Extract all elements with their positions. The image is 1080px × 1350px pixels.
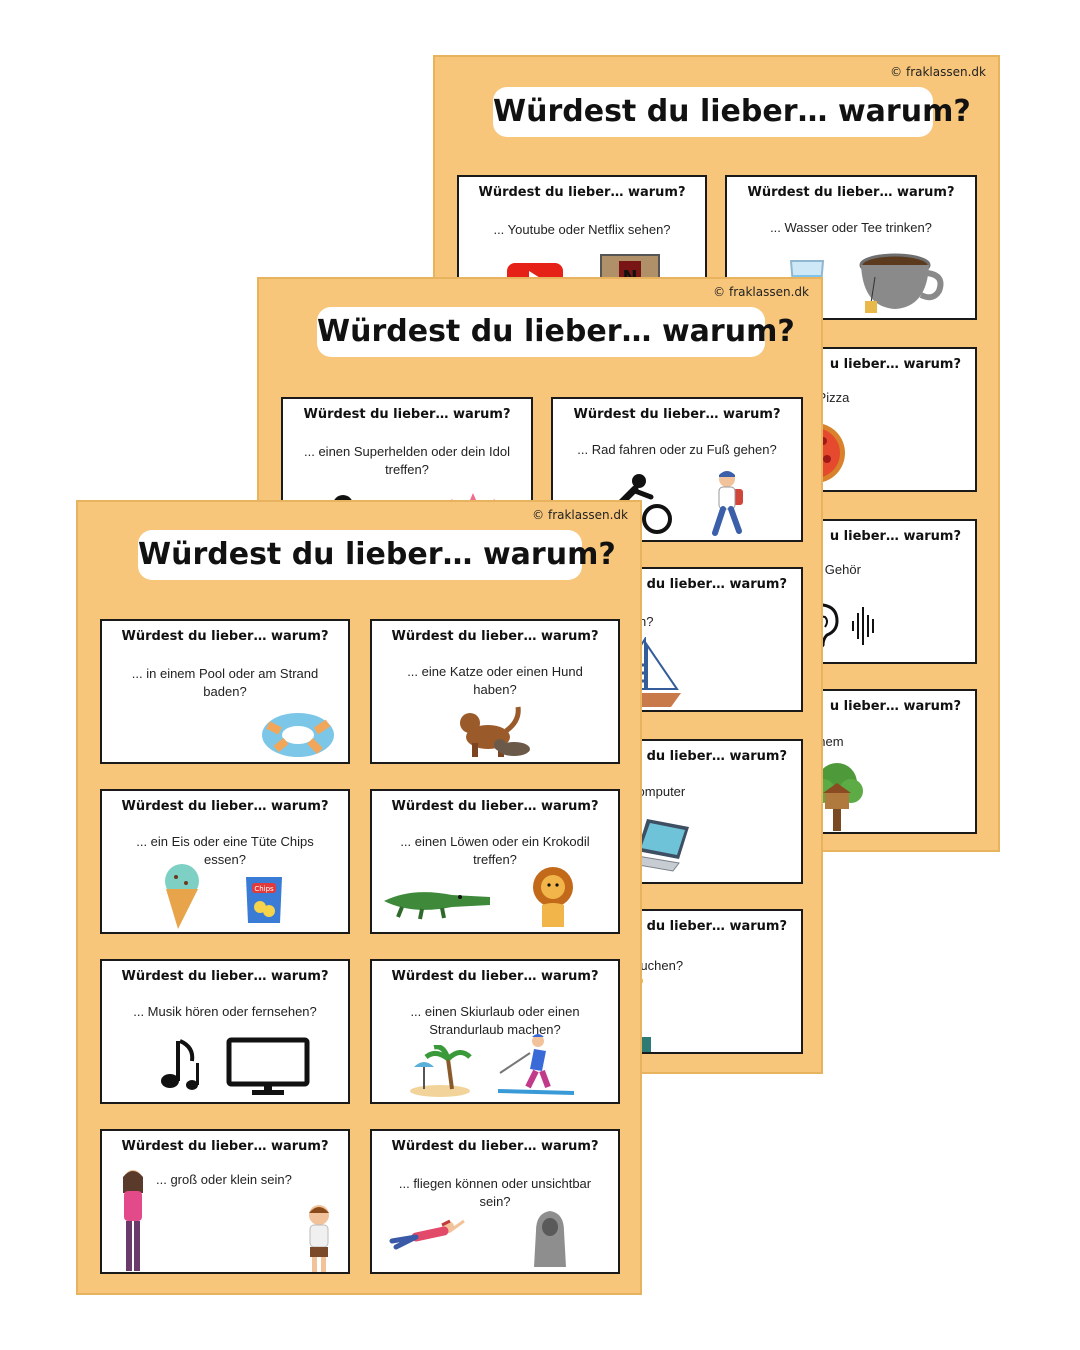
question-card: Würdest du lieber… warum? ... Rad fahren… bbox=[551, 397, 803, 542]
card-title: Würdest du lieber… warum? bbox=[391, 1139, 599, 1154]
copyright: © fraklassen.dk bbox=[890, 65, 986, 79]
crocodile-icon bbox=[384, 892, 490, 920]
card-question: ... in einem Pool oder am Strand baden? bbox=[131, 666, 319, 699]
card-title: Würdest du lieber… warum? bbox=[747, 185, 955, 200]
card-question: ... Wasser oder Tee trinken? bbox=[770, 220, 932, 235]
question-card: Würdest du lieber… warum? ... Musik höre… bbox=[100, 959, 350, 1104]
skier-icon bbox=[497, 1034, 575, 1095]
card-title-fragment: du lieber… warum? bbox=[646, 749, 787, 764]
worksheet-title-banner: Würdest du lieber… warum? bbox=[317, 307, 795, 357]
question-card: Würdest du lieber… warum? ... fliegen kö… bbox=[370, 1129, 620, 1274]
card-question: ... Youtube oder Netflix sehen? bbox=[493, 222, 671, 237]
question-card: Würdest du lieber… warum? ... in einem P… bbox=[100, 619, 350, 764]
ice-cream-icon bbox=[165, 864, 199, 929]
worksheet-title-banner: Würdest du lieber… warum? bbox=[138, 530, 616, 580]
question-card: Würdest du lieber… warum? ... einen Skiu… bbox=[370, 959, 620, 1104]
card-title: Würdest du lieber… warum? bbox=[478, 185, 686, 200]
tv-icon bbox=[226, 1037, 310, 1095]
card-title: Würdest du lieber… warum? bbox=[391, 969, 599, 984]
chips-bag-icon: Chips bbox=[246, 877, 282, 923]
copyright: © fraklassen.dk bbox=[713, 285, 809, 299]
card-question: ... fliegen können oder unsichtbar sein? bbox=[398, 1176, 592, 1209]
beach-icon bbox=[410, 1045, 472, 1097]
card-title-fragment: u lieber… warum? bbox=[829, 529, 961, 544]
card-question: ... Rad fahren oder zu Fuß gehen? bbox=[577, 442, 777, 457]
worksheet-title-banner: Würdest du lieber… warum? bbox=[493, 87, 971, 137]
tea-cup-icon bbox=[859, 253, 944, 313]
card-title-fragment: du lieber… warum? bbox=[646, 577, 787, 592]
worksheet-front: © fraklassen.dk Würdest du lieber… warum… bbox=[76, 500, 642, 1295]
question-card: Würdest du lieber… warum? ... einen Löwe… bbox=[370, 789, 620, 934]
card-question: ... groß oder klein sein? bbox=[156, 1172, 292, 1187]
question-card: Würdest du lieber… warum? ... groß oder … bbox=[100, 1129, 350, 1274]
card-question: ... ein Eis oder eine Tüte Chips essen? bbox=[136, 834, 314, 867]
music-note-icon bbox=[161, 1039, 199, 1090]
card-question: ... einen Superhelden oder dein Idol tre… bbox=[304, 444, 510, 477]
ghost-cloak-icon bbox=[534, 1211, 566, 1267]
card-title-fragment: du lieber… warum? bbox=[646, 919, 787, 934]
small-boy-icon bbox=[309, 1205, 329, 1272]
card-title: Würdest du lieber… warum? bbox=[303, 407, 511, 422]
card-title: Würdest du lieber… warum? bbox=[391, 629, 599, 644]
swim-ring-icon bbox=[262, 713, 334, 757]
chips-label: Chips bbox=[254, 885, 274, 893]
card-title: Würdest du lieber… warum? bbox=[573, 407, 781, 422]
card-title: Würdest du lieber… warum? bbox=[121, 1139, 329, 1154]
cat-dog-icon bbox=[460, 706, 530, 757]
tall-girl-icon bbox=[123, 1170, 143, 1271]
card-question: ... Musik hören oder fernsehen? bbox=[133, 1004, 317, 1019]
lion-icon bbox=[533, 867, 573, 927]
laptop-icon bbox=[627, 819, 689, 872]
question-card: Würdest du lieber… warum? ... eine Katze… bbox=[370, 619, 620, 764]
card-title: Würdest du lieber… warum? bbox=[121, 629, 329, 644]
card-question: ... einen Skiurlaub oder einen Strandurl… bbox=[410, 1004, 580, 1037]
card-title: Würdest du lieber… warum? bbox=[121, 799, 329, 814]
card-title-fragment: u lieber… warum? bbox=[829, 357, 961, 372]
flying-person-icon bbox=[389, 1219, 465, 1250]
copyright: © fraklassen.dk bbox=[532, 508, 628, 522]
card-question: ... einen Löwen oder ein Krokodil treffe… bbox=[400, 834, 590, 867]
card-title-fragment: u lieber… warum? bbox=[829, 699, 961, 714]
card-title: Würdest du lieber… warum? bbox=[391, 799, 599, 814]
card-question: ... eine Katze oder einen Hund haben? bbox=[407, 664, 583, 697]
walking-boy-icon bbox=[712, 471, 743, 536]
card-title: Würdest du lieber… warum? bbox=[121, 969, 329, 984]
question-card: Würdest du lieber… warum? ... ein Eis od… bbox=[100, 789, 350, 934]
